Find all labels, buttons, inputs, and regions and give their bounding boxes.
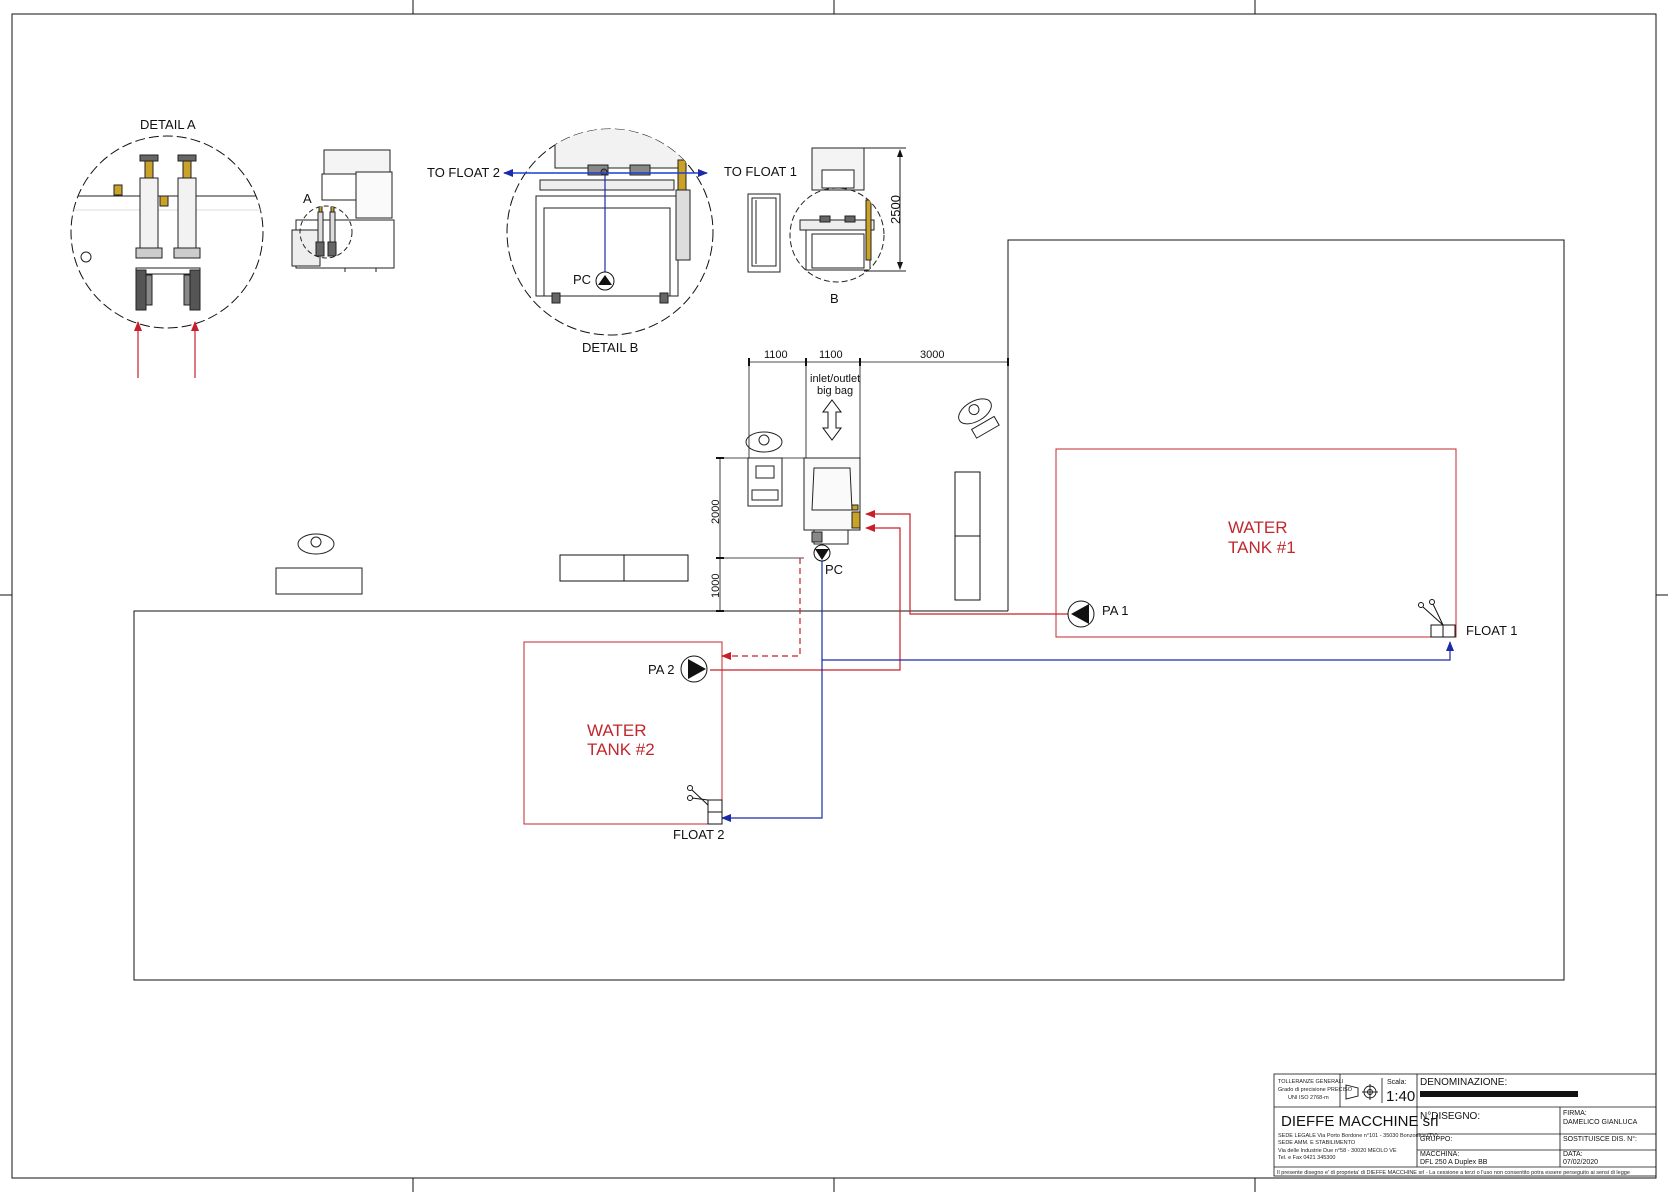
float-2-label: FLOAT 2 xyxy=(673,827,725,842)
detail-b: TO FLOAT 2 TO FLOAT 1 PC DETAIL B xyxy=(427,128,797,355)
tb-drawing-no-label: N°DISEGNO: xyxy=(1420,1111,1480,1122)
detail-a: DETAIL A xyxy=(70,117,264,378)
label-to-float-1: TO FLOAT 1 xyxy=(724,164,797,179)
float-1-label: FLOAT 1 xyxy=(1466,623,1518,638)
tb-address-4: Tel. e Fax 0421 345300 xyxy=(1278,1155,1336,1161)
tb-date-label: DATA: xyxy=(1563,1151,1583,1158)
tb-scale-value: 1:40 xyxy=(1386,1088,1415,1105)
detail-b-title: DETAIL B xyxy=(582,340,638,355)
water-tank-1: WATER TANK #1 xyxy=(1055,448,1457,638)
tb-footer: Il presente disegno e' di proprieta' di … xyxy=(1277,1170,1630,1176)
projection-symbol-icon xyxy=(1345,1084,1378,1100)
tb-address-3: Via delle Industrie Due n°58 - 30020 MEO… xyxy=(1278,1148,1397,1154)
tb-denomination-label: DENOMINAZIONE: xyxy=(1420,1077,1507,1088)
tb-address-1: SEDE LEGALE Via Porto Bordone n°101 - 35… xyxy=(1278,1133,1438,1139)
tb-date: 07/02/2020 xyxy=(1563,1159,1598,1166)
machine-front-view: 2500 B xyxy=(789,147,906,306)
operator-icon-3 xyxy=(275,533,363,595)
bigbag-double-arrow-icon xyxy=(822,399,842,441)
operator-icon-1 xyxy=(745,431,783,507)
piping-supply xyxy=(710,510,1068,671)
float-2-icon xyxy=(687,785,723,825)
title-block xyxy=(1273,1073,1657,1177)
tb-address-2: SEDE AMM. E STABILIMENTO xyxy=(1278,1140,1356,1146)
tb-machine: DFL 250 A Duplex BB xyxy=(1420,1159,1488,1166)
tb-scale-label: Scala: xyxy=(1387,1079,1407,1086)
pa2-label: PA 2 xyxy=(648,662,675,677)
detail-b-pc-label: PC xyxy=(573,272,591,287)
callout-a: A xyxy=(303,191,312,206)
tb-signature: DAMELICO GIANLUCA xyxy=(1563,1119,1638,1126)
label-to-float-2: TO FLOAT 2 xyxy=(427,165,500,180)
tank-2-label-line2: TANK #2 xyxy=(587,740,655,759)
pa1-pump-icon xyxy=(1067,600,1095,628)
tb-company: DIEFFE MACCHINE srl xyxy=(1281,1113,1439,1130)
bigbag-label-line2: big bag xyxy=(817,385,853,397)
pallet-boxes xyxy=(559,471,981,601)
piping-return xyxy=(721,561,1454,822)
water-tank-2: WATER TANK #2 xyxy=(523,641,723,825)
dim-3000: 3000 xyxy=(920,349,944,361)
tank-2-label-line1: WATER xyxy=(587,721,647,740)
tb-tolerance-grade: Grado di precisione PRECISO xyxy=(1278,1087,1353,1093)
operator-icon-2 xyxy=(958,398,1000,439)
tb-group-label: GRUPPO: xyxy=(1420,1136,1452,1143)
dim-1000: 1000 xyxy=(710,574,722,598)
dim-2000: 2000 xyxy=(710,500,722,524)
detail-b-contents xyxy=(535,129,691,304)
detail-a-contents xyxy=(71,154,263,328)
machine-side-view: A xyxy=(291,149,395,272)
pc-pump-icon xyxy=(813,544,831,562)
tb-signature-label: FIRMA: xyxy=(1563,1110,1587,1117)
machine-plan xyxy=(803,457,861,545)
callout-b: B xyxy=(830,291,839,306)
tb-replaces-label: SOSTITUISCE DIS. N°: xyxy=(1563,1135,1637,1143)
detail-a-title: DETAIL A xyxy=(140,117,196,132)
panel-unit xyxy=(747,193,781,273)
height-dimension: 2500 xyxy=(888,195,903,224)
dim-1100-left: 1100 xyxy=(764,349,788,361)
pa1-label: PA 1 xyxy=(1102,603,1129,618)
pa2-pump-icon xyxy=(680,655,708,683)
tb-redacted-bar xyxy=(1420,1091,1578,1097)
building-outline xyxy=(133,239,1565,981)
tb-tolerance-norm: UNI ISO 2768-m xyxy=(1288,1095,1329,1101)
tank-1-label-line1: WATER xyxy=(1228,518,1288,537)
float-1-icon xyxy=(1418,599,1456,638)
tank-1-label-line2: TANK #1 xyxy=(1228,538,1296,557)
bigbag-label-line1: inlet/outlet xyxy=(810,373,860,385)
tb-tolerances: TOLLERANZE GENERALI xyxy=(1278,1079,1344,1085)
tb-machine-label: MACCHINA: xyxy=(1420,1151,1459,1158)
dim-1100-right: 1100 xyxy=(819,349,843,361)
dimensions xyxy=(716,358,1009,612)
plan-pc-label: PC xyxy=(825,562,843,577)
